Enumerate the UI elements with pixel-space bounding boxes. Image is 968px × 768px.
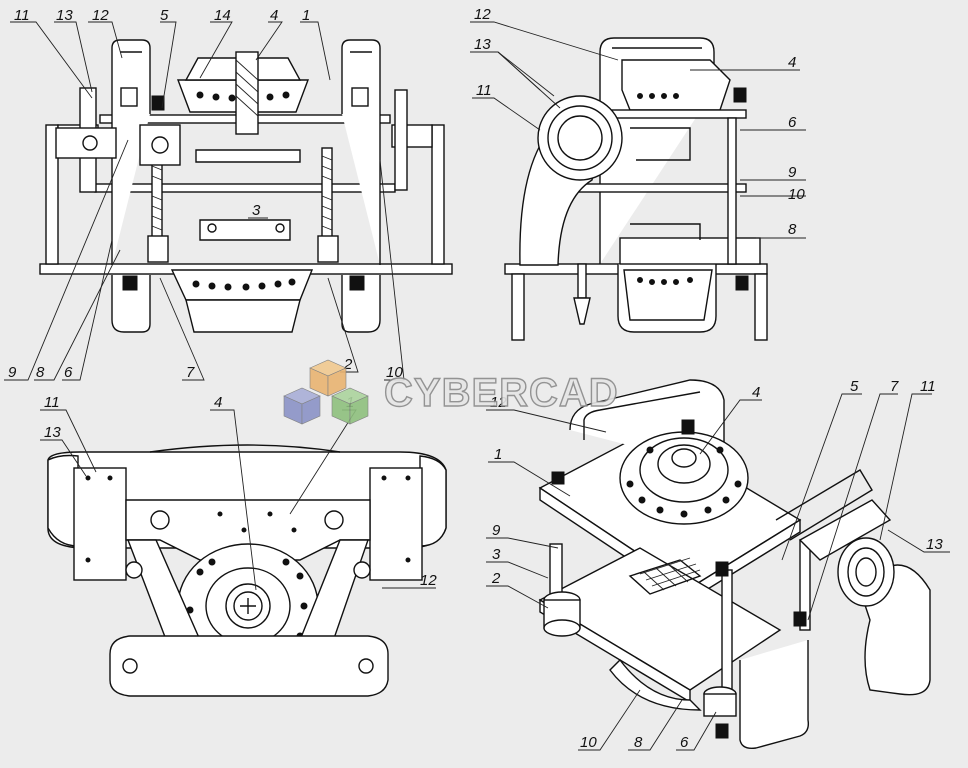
label-front-3: 3 [252, 202, 261, 219]
label-front-12: 12 [92, 7, 109, 24]
label-front-1: 1 [302, 7, 310, 24]
label-side-8: 8 [788, 221, 797, 238]
front-view-callouts: 11 13 12 5 14 4 1 9 8 6 7 2 10 3 [4, 7, 405, 381]
side-view-callouts: 12 13 11 4 6 9 10 8 [470, 6, 806, 239]
bottom-view [47, 444, 447, 697]
label-side-13: 13 [474, 36, 491, 53]
label-front-4: 4 [270, 7, 278, 24]
label-iso-3: 3 [492, 546, 501, 563]
label-front-11: 11 [14, 7, 30, 24]
label-iso-10: 10 [580, 734, 597, 751]
label-front-10: 10 [386, 364, 403, 381]
cybercad-logo: CYBERCAD [283, 359, 619, 425]
label-side-12: 12 [474, 6, 491, 23]
label-side-10: 10 [788, 186, 805, 203]
label-iso-13: 13 [926, 536, 943, 553]
label-iso-7: 7 [890, 378, 899, 395]
label-front-9: 9 [8, 364, 17, 381]
iso-view [538, 379, 931, 750]
logo-cubes-icon [283, 359, 369, 425]
front-view [39, 39, 453, 333]
label-side-6: 6 [788, 114, 797, 131]
label-side-11: 11 [476, 82, 492, 99]
label-bottom-12: 12 [420, 572, 437, 589]
label-front-13: 13 [56, 7, 73, 24]
label-bottom-13: 13 [44, 424, 61, 441]
label-front-7: 7 [186, 364, 195, 381]
side-view [504, 37, 768, 341]
label-iso-4: 4 [752, 384, 760, 401]
label-bottom-11: 11 [44, 394, 60, 411]
label-iso-8: 8 [634, 734, 643, 751]
label-iso-6: 6 [680, 734, 689, 751]
label-iso-9: 9 [492, 522, 501, 539]
label-iso-11: 11 [920, 378, 936, 395]
label-iso-5: 5 [850, 378, 859, 395]
label-front-6: 6 [64, 364, 73, 381]
label-front-2: 2 [343, 356, 353, 373]
label-front-8: 8 [36, 364, 45, 381]
label-side-4: 4 [788, 54, 796, 71]
label-iso-12: 12 [490, 394, 507, 411]
iso-view-callouts: 12 1 9 3 2 10 8 6 4 5 7 11 13 [486, 378, 950, 751]
logo-text: CYBERCAD [384, 371, 619, 415]
label-side-9: 9 [788, 164, 797, 181]
label-front-14: 14 [214, 7, 231, 24]
label-front-5: 5 [160, 7, 169, 24]
label-iso-2: 2 [491, 570, 501, 587]
label-iso-1: 1 [494, 446, 502, 463]
label-bottom-4: 4 [214, 394, 222, 411]
